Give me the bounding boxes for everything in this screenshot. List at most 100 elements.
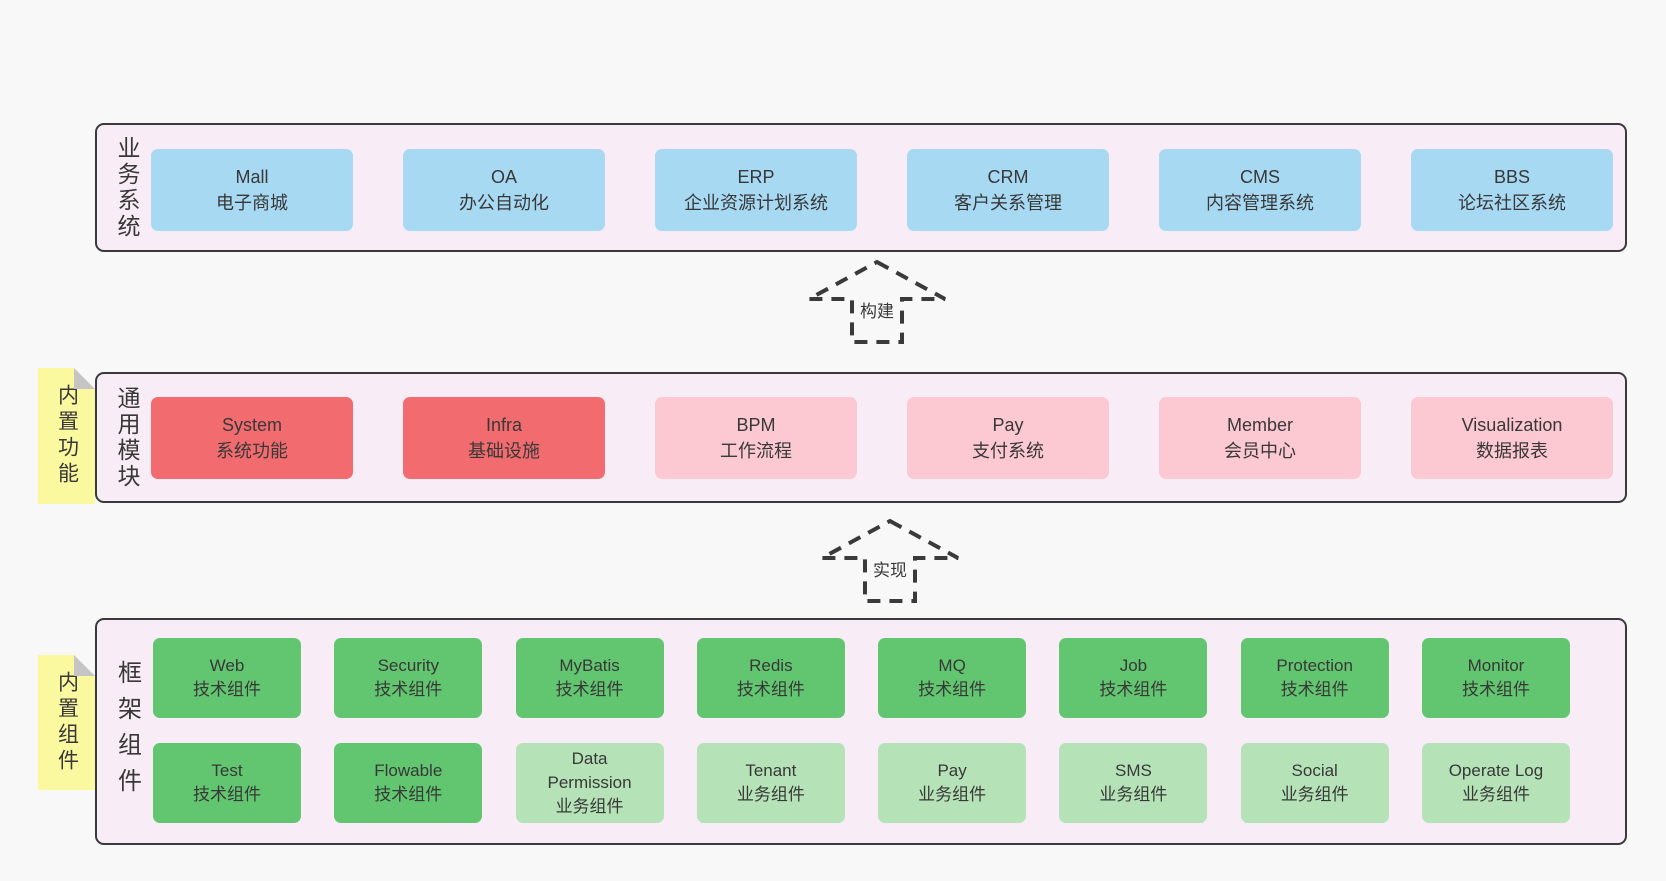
box-title: Web: [209, 656, 245, 675]
dashed-up-arrow-icon: [821, 518, 959, 603]
box-mq: MQ 技术组件: [878, 638, 1027, 718]
panel-label-business: 业务系统: [114, 135, 140, 240]
arrow-build: 构建: [806, 259, 948, 345]
box-subtitle: 技术组件: [193, 680, 261, 699]
box-cms: CMS 内容管理系统: [1159, 149, 1361, 231]
box-subtitle: 基础设施: [468, 441, 540, 461]
business-box-row: Mall 电子商城 OA 办公自动化 ERP 企业资源计划系统 CRM 客户关系…: [151, 149, 1613, 231]
sticky-note-built-in-features: 内置功能: [38, 368, 95, 504]
box-member: Member 会员中心: [1159, 397, 1361, 479]
box-subtitle: 办公自动化: [459, 193, 549, 213]
business-systems-panel: 业务系统 Mall 电子商城 OA 办公自动化 ERP 企业资源计划系统 CRM…: [95, 123, 1627, 252]
framework-components-panel: 框架组件 Web 技术组件 Security 技术组件 MyBatis 技术组件…: [95, 618, 1627, 845]
box-subtitle: 技术组件: [1099, 680, 1168, 699]
box-title: Monitor: [1467, 656, 1525, 675]
box-title: Pay: [992, 415, 1024, 435]
box-subtitle: 技术组件: [374, 785, 443, 804]
box-subtitle: 电子商城: [216, 193, 288, 213]
box-subtitle: 业务组件: [1280, 785, 1349, 804]
box-monitor: Monitor 技术组件: [1421, 638, 1570, 718]
box-test: Test 技术组件: [153, 743, 301, 823]
box-subtitle: 技术组件: [1461, 680, 1530, 699]
box-subtitle: 技术组件: [736, 680, 805, 699]
box-title: Data Permission: [547, 749, 632, 792]
box-subtitle: 支付系统: [972, 441, 1044, 461]
box-web: Web 技术组件: [153, 638, 301, 718]
box-security: Security 技术组件: [334, 638, 483, 718]
box-title: ERP: [737, 167, 775, 187]
box-infra: Infra 基础设施: [403, 397, 605, 479]
box-subtitle: 会员中心: [1224, 441, 1296, 461]
box-data-permission: Data Permission 业务组件: [515, 743, 664, 823]
box-title: Job: [1119, 656, 1148, 675]
box-title: Operate Log: [1448, 761, 1544, 780]
arrow-label: 构建: [857, 297, 897, 322]
box-title: SMS: [1114, 761, 1152, 780]
box-job: Job 技术组件: [1059, 638, 1208, 718]
note-text: 内置功能: [55, 384, 79, 488]
box-redis: Redis 技术组件: [696, 638, 845, 718]
box-title: Flowable: [374, 761, 443, 780]
box-system: System 系统功能: [151, 397, 353, 479]
box-erp: ERP 企业资源计划系统: [655, 149, 857, 231]
panel-label-components: 框架组件: [113, 659, 141, 804]
box-mall: Mall 电子商城: [151, 149, 353, 231]
box-bpm: BPM 工作流程: [655, 397, 857, 479]
box-pay-system: Pay 支付系统: [907, 397, 1109, 479]
box-subtitle: 业务组件: [555, 797, 624, 816]
box-title: Protection: [1276, 656, 1353, 675]
box-title: BBS: [1493, 167, 1531, 187]
box-subtitle: 业务组件: [736, 785, 805, 804]
box-title: OA: [490, 167, 517, 187]
box-title: MyBatis: [559, 656, 620, 675]
box-social: Social 业务组件: [1240, 743, 1389, 823]
box-subtitle: 业务组件: [1461, 785, 1530, 804]
box-subtitle: 业务组件: [918, 785, 987, 804]
box-visualization: Visualization 数据报表: [1411, 397, 1613, 479]
box-title: Social: [1291, 761, 1338, 780]
box-title: Infra: [485, 415, 523, 435]
box-title: Redis: [749, 656, 793, 675]
components-row-1: Web 技术组件 Security 技术组件 MyBatis 技术组件 Redi…: [153, 638, 1570, 718]
box-subtitle: 业务组件: [1099, 785, 1168, 804]
box-title: MQ: [938, 656, 966, 675]
box-subtitle: 内容管理系统: [1206, 193, 1314, 213]
box-subtitle: 客户关系管理: [954, 193, 1062, 213]
common-modules-panel: 通用模块 System 系统功能 Infra 基础设施 BPM 工作流程 Pay…: [95, 372, 1627, 503]
components-row-2: Test 技术组件 Flowable 技术组件 Data Permission …: [153, 743, 1570, 823]
modules-box-row: System 系统功能 Infra 基础设施 BPM 工作流程 Pay 支付系统…: [151, 397, 1613, 479]
box-subtitle: 技术组件: [555, 680, 624, 699]
box-protection: Protection 技术组件: [1240, 638, 1389, 718]
box-flowable: Flowable 技术组件: [334, 743, 483, 823]
box-title: Visualization: [1461, 415, 1563, 435]
box-subtitle: 技术组件: [1280, 680, 1349, 699]
box-title: Tenant: [745, 761, 797, 780]
panel-label-modules: 通用模块: [114, 385, 140, 490]
folded-corner-icon: [74, 368, 95, 389]
box-subtitle: 工作流程: [720, 441, 792, 461]
box-subtitle: 技术组件: [374, 680, 443, 699]
box-title: Security: [377, 656, 439, 675]
box-oa: OA 办公自动化: [403, 149, 605, 231]
box-mybatis: MyBatis 技术组件: [515, 638, 664, 718]
box-subtitle: 技术组件: [918, 680, 987, 699]
box-bbs: BBS 论坛社区系统: [1411, 149, 1613, 231]
box-title: System: [221, 415, 282, 435]
box-title: Pay: [937, 761, 967, 780]
note-text: 内置组件: [55, 670, 79, 775]
box-subtitle: 数据报表: [1476, 441, 1548, 461]
box-title: Test: [211, 761, 243, 780]
box-operate-log: Operate Log 业务组件: [1421, 743, 1570, 823]
sticky-note-built-in-components: 内置组件: [38, 655, 95, 790]
box-subtitle: 企业资源计划系统: [684, 193, 828, 213]
box-tenant: Tenant 业务组件: [696, 743, 845, 823]
box-title: Mall: [235, 167, 269, 187]
box-title: Member: [1226, 415, 1293, 435]
box-pay-component: Pay 业务组件: [878, 743, 1027, 823]
box-subtitle: 技术组件: [193, 785, 261, 804]
box-title: CRM: [987, 167, 1029, 187]
arrow-label: 实现: [870, 556, 910, 581]
box-subtitle: 论坛社区系统: [1458, 193, 1566, 213]
dashed-up-arrow-icon: [808, 259, 946, 344]
